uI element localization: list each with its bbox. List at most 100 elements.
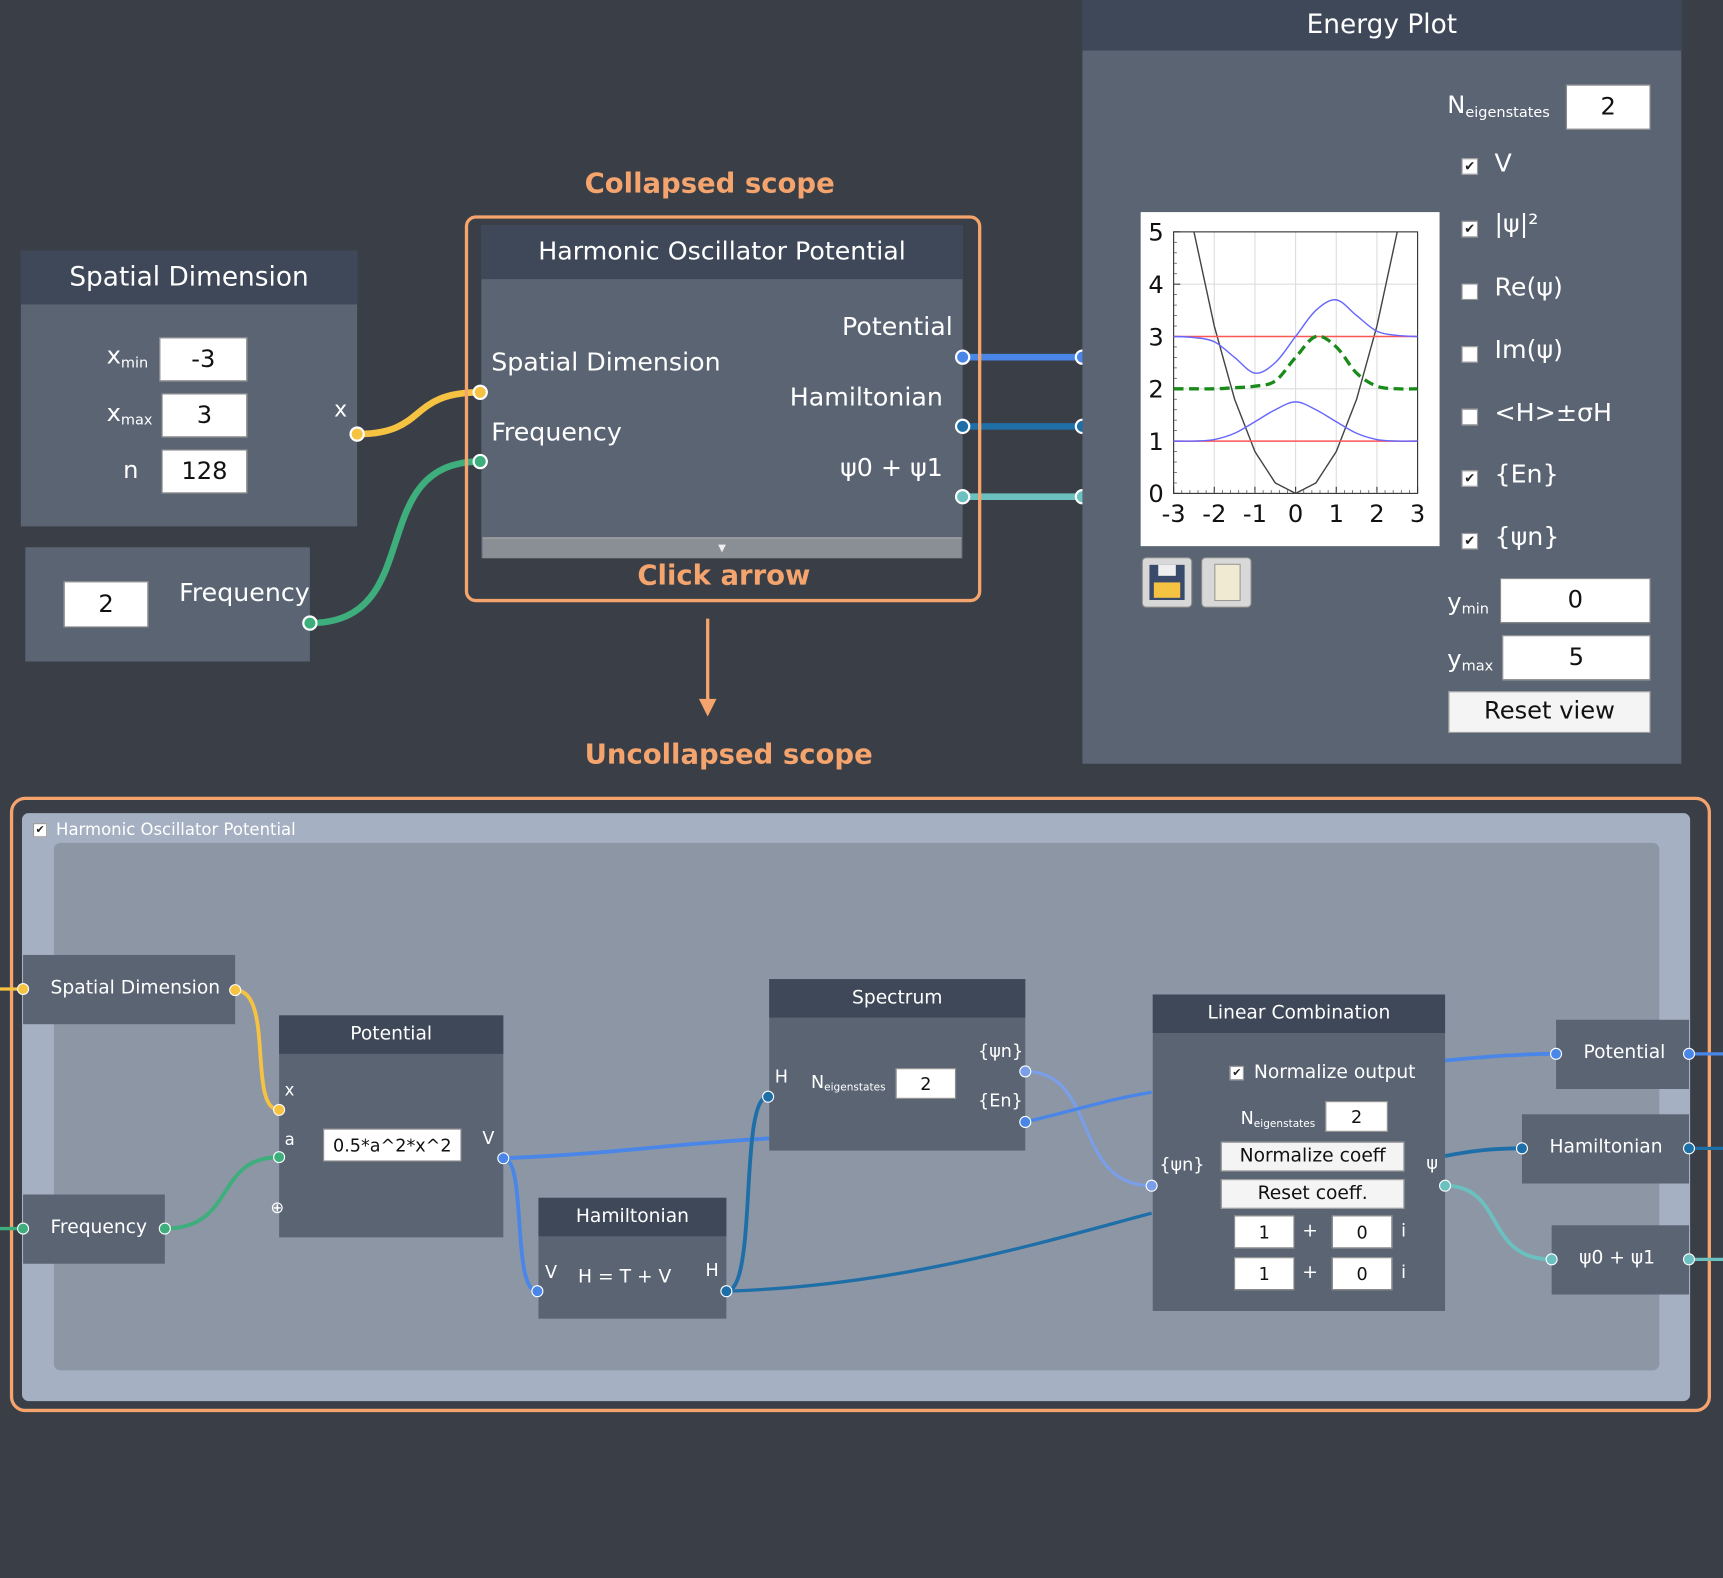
x-tick-label: -3: [1162, 500, 1186, 528]
potential-formula-input[interactable]: [323, 1128, 462, 1162]
scope-frequency-out-port[interactable]: [158, 1222, 171, 1235]
checkbox-psi-squared[interactable]: ✔: [1461, 220, 1479, 238]
ymax-label: ymax: [1447, 646, 1494, 676]
node-title: Spectrum: [769, 979, 1026, 1018]
coeff-0-i: i: [1401, 1219, 1406, 1241]
out-psi-in-port[interactable]: [1545, 1253, 1558, 1266]
output-potential: Potential: [842, 313, 953, 342]
port-x-label: x: [284, 1080, 295, 1100]
series-line-3: [1173, 401, 1418, 442]
x-tick-label: -1: [1243, 500, 1267, 528]
lincomb-psin-port[interactable]: [1145, 1179, 1158, 1192]
floppy-disk-icon[interactable]: [1141, 557, 1193, 608]
uncollapsed-scope-highlight: [9, 796, 1711, 1413]
hamiltonian-v-port[interactable]: [531, 1285, 544, 1298]
lincomb-psi-port[interactable]: [1439, 1179, 1452, 1192]
input-frequency: Frequency: [491, 418, 622, 448]
neigenstates-input[interactable]: [1565, 84, 1651, 130]
coeff-1-real[interactable]: [1234, 1257, 1295, 1291]
xmax-input[interactable]: [161, 393, 248, 438]
frequency-input[interactable]: [63, 581, 149, 628]
scope-frequency-input-port[interactable]: [472, 453, 488, 470]
xmin-label: xmin: [106, 342, 149, 372]
scope-input-frequency: Frequency: [23, 1194, 165, 1264]
out-potential-in-port[interactable]: [1549, 1047, 1563, 1060]
output-psi-sum: ψ0 + ψ1: [840, 453, 943, 483]
ymin-input[interactable]: [1499, 578, 1651, 624]
collapsed-scope-annotation: Collapsed scope: [584, 167, 835, 199]
wire-en-to-lincomb: [1024, 1090, 1152, 1124]
linear-combination-node: Linear Combination ✔ Normalize output Ne…: [1152, 994, 1446, 1311]
add-port-icon[interactable]: ⊕: [270, 1197, 285, 1218]
out-potential-out-port[interactable]: [1682, 1047, 1696, 1060]
frequency-output-port[interactable]: [302, 615, 318, 631]
scope-spatial-out-port[interactable]: [229, 984, 242, 997]
reset-coeff-button[interactable]: Reset coeff.: [1220, 1179, 1405, 1209]
checkbox-im-psi[interactable]: [1461, 346, 1479, 363]
wire-frequency: [309, 458, 481, 627]
document-icon[interactable]: [1201, 557, 1252, 608]
scope-output-potential: Potential: [1556, 1019, 1690, 1090]
wires-top: [309, 353, 1083, 717]
scope-spatial-in-port[interactable]: [17, 982, 30, 996]
scope-psi-output-port[interactable]: [954, 489, 971, 505]
spectrum-en-port[interactable]: [1019, 1115, 1032, 1129]
hamiltonian-h-port[interactable]: [720, 1285, 733, 1298]
out-psi-out-port[interactable]: [1682, 1253, 1696, 1266]
wire-lincomb-to-potential-out: [1444, 1051, 1557, 1063]
wires-expanded: [0, 987, 1723, 1294]
port-psi-label: ψ: [1426, 1152, 1438, 1174]
annotation-arrow-head: [698, 698, 717, 717]
y-tick-label: 5: [1148, 219, 1163, 247]
n-input[interactable]: [161, 449, 248, 494]
neigenstates-label: Neigenstates: [810, 1071, 886, 1094]
wire-h-to-lincomb: [726, 1211, 1153, 1293]
wire-x-to-potential: [234, 988, 280, 1112]
checkbox-energies-label: {En}: [1494, 460, 1559, 490]
ymax-input[interactable]: [1502, 635, 1651, 681]
out-hamiltonian-out-port[interactable]: [1682, 1142, 1696, 1155]
checkbox-re-psi[interactable]: [1461, 283, 1479, 300]
scope-enable-checkbox[interactable]: ✔: [32, 823, 48, 838]
out-hamiltonian-in-port[interactable]: [1515, 1142, 1529, 1155]
checkbox-eigenstates[interactable]: ✔: [1461, 532, 1479, 550]
scope-potential-output-port[interactable]: [954, 349, 971, 365]
port-h-label: H: [705, 1259, 719, 1281]
collapse-arrow-icon[interactable]: ▾: [718, 539, 726, 558]
uncollapsed-scope-annotation: Uncollapsed scope: [584, 738, 873, 771]
hamiltonian-node: Hamiltonian V H = T + V H: [538, 1197, 727, 1319]
wire-a-to-potential: [164, 1155, 280, 1231]
spatial-x-output-port[interactable]: [349, 426, 365, 442]
spectrum-neigenstates-input[interactable]: [895, 1068, 957, 1099]
collapse-toggle-bar[interactable]: ▾: [482, 537, 962, 559]
scope-input-frequency-label: Frequency: [50, 1216, 148, 1239]
coeff-0-real[interactable]: [1234, 1215, 1295, 1249]
x-tick-label: 3: [1410, 500, 1425, 528]
normalize-coeff-button[interactable]: Normalize coeff: [1220, 1141, 1405, 1172]
normalize-output-checkbox[interactable]: ✔: [1229, 1065, 1244, 1081]
lincomb-neigenstates-input[interactable]: [1325, 1101, 1388, 1132]
frequency-label: Frequency: [179, 579, 310, 608]
scope-hamiltonian-output-port[interactable]: [954, 418, 971, 435]
coeff-1-imag[interactable]: [1331, 1257, 1393, 1291]
spectrum-h-port[interactable]: [762, 1090, 775, 1103]
scope-frequency-in-port[interactable]: [17, 1222, 30, 1235]
wire-lincomb-to-hamiltonian-out: [1444, 1146, 1522, 1158]
potential-node: Potential x a V: [279, 1015, 504, 1238]
potential-a-port[interactable]: [273, 1151, 286, 1164]
x-tick-label: 2: [1369, 500, 1384, 528]
spectrum-psin-port[interactable]: [1019, 1065, 1032, 1078]
checkbox-expectation-h[interactable]: [1461, 408, 1479, 426]
checkbox-v-label: V: [1494, 149, 1512, 179]
potential-x-port[interactable]: [273, 1103, 286, 1116]
scope-spatial-input-port[interactable]: [472, 384, 488, 400]
checkbox-energies[interactable]: ✔: [1461, 470, 1479, 487]
checkbox-v[interactable]: ✔: [1461, 158, 1479, 175]
potential-v-port[interactable]: [497, 1152, 510, 1165]
xmin-input[interactable]: [159, 337, 248, 382]
reset-view-button[interactable]: Reset view: [1448, 691, 1651, 733]
scope-input-spatial-dimension: Spatial Dimension: [23, 954, 236, 1025]
coeff-0-imag[interactable]: [1331, 1215, 1393, 1249]
